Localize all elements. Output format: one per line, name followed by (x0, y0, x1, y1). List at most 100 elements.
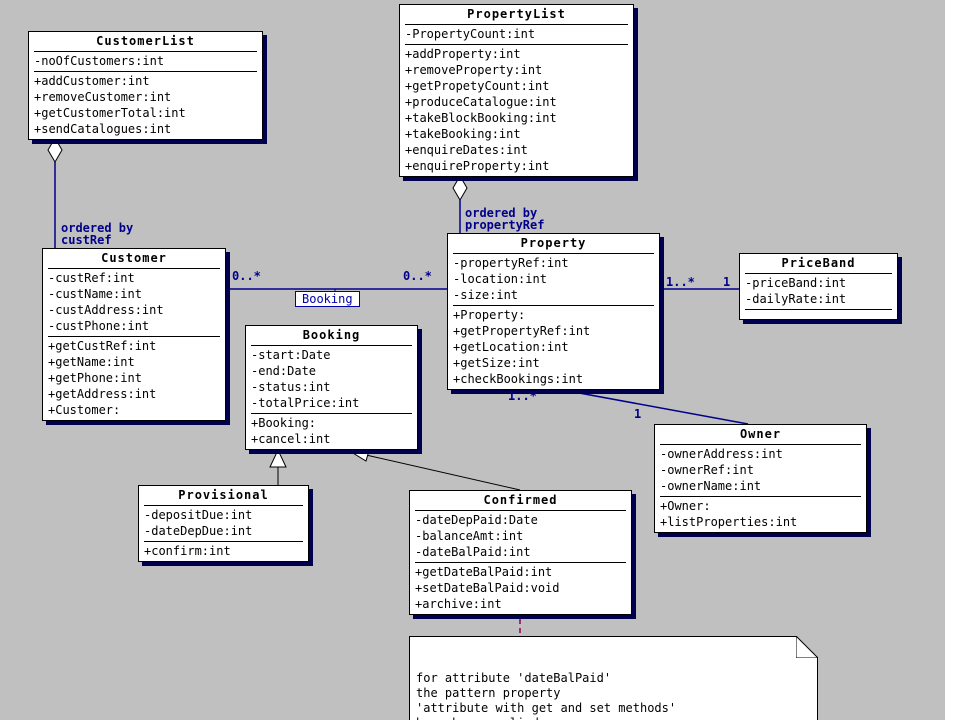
class-member: +sendCatalogues:int (34, 122, 172, 136)
class-member: +addCustomer:int (34, 74, 150, 88)
class-name: Provisional (178, 488, 269, 502)
class-member: -status:int (251, 380, 331, 394)
attributes-section: -dateDepPaid:Date -balanceAmt:int -dateBal… (415, 510, 626, 562)
class-member: +getPropetyCount:int (405, 79, 550, 93)
priceband-left-multiplicity: 1..* (666, 275, 695, 289)
operations-section: +getDateBalPaid:int +setDateBalPaid:void +… (415, 562, 626, 614)
attributes-section: -propertyRef:int -location:int -size:int (453, 253, 654, 305)
operations-section: +addCustomer:int+removeCustomer:int+getC… (34, 71, 257, 139)
association-class-label[interactable]: Booking (295, 291, 360, 307)
class-name: Owner (739, 427, 782, 441)
class-member: -dailyRate:int (745, 292, 847, 306)
class-member: +getPhone:int (48, 371, 142, 385)
class-member: +addProperty:int (405, 47, 521, 61)
class-member: +archive:int (415, 597, 502, 611)
class-member: +getAddress:int (48, 387, 157, 401)
class-member: +getSize:int (453, 356, 540, 370)
attributes-section: -custRef:int -custName:int -custAddress:in… (48, 268, 220, 336)
class-confirmed[interactable]: Confirmed -dateDepPaid:Date -balanceAmt:i… (409, 490, 632, 615)
class-member: +Customer: (48, 403, 121, 417)
class-member: -end:Date (251, 364, 317, 378)
class-member: -location:int (453, 272, 547, 286)
class-member: -depositDue:int (144, 508, 253, 522)
class-customer[interactable]: Customer -custRef:int -custName:int -custA… (42, 248, 226, 421)
class-name: Confirmed (483, 493, 558, 507)
class-member: +enquireDates:int (405, 143, 528, 157)
customer-multiplicity: 0..* (232, 269, 261, 283)
class-name: CustomerList (96, 34, 195, 48)
class-member: -propertyRef:int (453, 256, 569, 270)
class-member: +takeBooking:int (405, 127, 521, 141)
attributes-section: -depositDue:int -dateDepDue:int (144, 505, 303, 541)
class-priceband[interactable]: PriceBand -priceBand:int-dailyRate:int (739, 253, 898, 320)
operations-section: +Booking:+cancel:int (251, 413, 412, 449)
class-member: +takeBlockBooking:int (405, 111, 557, 125)
attributes-section: -ownerAddress:int -ownerRef:int -ownerName… (660, 444, 861, 496)
class-member: -balanceAmt:int (415, 529, 524, 543)
class-member: +Owner: (660, 499, 711, 513)
class-member: -dateDepPaid:Date (415, 513, 538, 527)
class-member: +getCustRef:int (48, 339, 157, 353)
class-member: -ownerAddress:int (660, 447, 783, 461)
class-member: +listProperties:int (660, 515, 798, 529)
class-propertylist[interactable]: PropertyList -PropertyCount:int +addProp… (399, 4, 634, 177)
class-customerlist[interactable]: CustomerList -noOfCustomers:int +addCust… (28, 31, 263, 140)
proplist-aggregation-diamond (452, 175, 468, 201)
class-owner[interactable]: Owner -ownerAddress:int-ownerRef:int-own… (654, 424, 867, 533)
note-folded-corner-icon (796, 636, 818, 658)
custlist-aggregation-diamond (47, 137, 63, 163)
class-member: -custName:int (48, 287, 142, 301)
class-member: +getPropertyRef:int (453, 324, 591, 338)
class-member: +getLocation:int (453, 340, 569, 354)
class-member: -noOfCustomers:int (34, 54, 165, 68)
class-member: -custAddress:int (48, 303, 164, 317)
attributes-section: -PropertyCount:int (405, 24, 628, 44)
class-member: -ownerRef:int (660, 463, 754, 477)
class-name: Property (520, 236, 587, 250)
property-ordered-label: ordered by propertyRef (465, 206, 545, 232)
confirmed-generalization-link (365, 454, 521, 491)
pattern-note[interactable]: for attribute 'dateBalPaid' the pattern … (409, 636, 818, 720)
class-name: PropertyList (467, 7, 566, 21)
property-multiplicity: 0..* (403, 269, 432, 283)
customer-ordered-label: ordered by custRef (61, 221, 134, 247)
class-member: +cancel:int (251, 432, 331, 446)
class-member: -size:int (453, 288, 519, 302)
class-member: -PropertyCount:int (405, 27, 536, 41)
attributes-section: -priceBand:int -dailyRate:int (745, 273, 892, 309)
attributes-section: -noOfCustomers:int (34, 51, 257, 71)
class-member: +produceCatalogue:int (405, 95, 557, 109)
priceband-right-multiplicity: 1 (723, 275, 731, 289)
class-property[interactable]: Property -propertyRef:int -location:int -s… (447, 233, 660, 390)
operations-section (745, 309, 892, 319)
class-member: -custRef:int (48, 271, 135, 285)
class-member: +setDateBalPaid:void (415, 581, 560, 595)
class-member: +checkBookings:int (453, 372, 584, 386)
class-member: -priceBand:int (745, 276, 847, 290)
owner-bottom-multiplicity: 1 (634, 407, 642, 421)
class-member: -ownerName:int (660, 479, 762, 493)
operations-section: +confirm:int (144, 541, 303, 561)
class-member: +getDateBalPaid:int (415, 565, 553, 579)
class-provisional[interactable]: Provisional -depositDue:int -dateDepDue:i… (138, 485, 309, 562)
class-booking[interactable]: Booking -start:Date-end:Date-status:int-… (245, 325, 418, 450)
property-owner-link (551, 387, 749, 425)
class-member: -totalPrice:int (251, 396, 360, 410)
class-member: +removeProperty:int (405, 63, 543, 77)
owner-top-multiplicity: 1..* (508, 389, 537, 403)
class-member: +getName:int (48, 355, 135, 369)
class-member: -dateBalPaid:int (415, 545, 531, 559)
class-name: Booking (302, 328, 361, 342)
class-member: +enquireProperty:int (405, 159, 550, 173)
operations-section: +Owner: +listProperties:int (660, 496, 861, 532)
attributes-section: -start:Date-end:Date-status:int-totalPri… (251, 345, 412, 413)
note-text: for attribute 'dateBalPaid' the pattern … (416, 671, 677, 720)
class-name: Customer (101, 251, 167, 265)
operations-section: +addProperty:int +removeProperty:int +getP… (405, 44, 628, 176)
class-member: +removeCustomer:int (34, 90, 172, 104)
class-member: -dateDepDue:int (144, 524, 253, 538)
operations-section: +getCustRef:int +getName:int +getPhone:int… (48, 336, 220, 420)
class-member: +Property: (453, 308, 526, 322)
class-member: +confirm:int (144, 544, 231, 558)
